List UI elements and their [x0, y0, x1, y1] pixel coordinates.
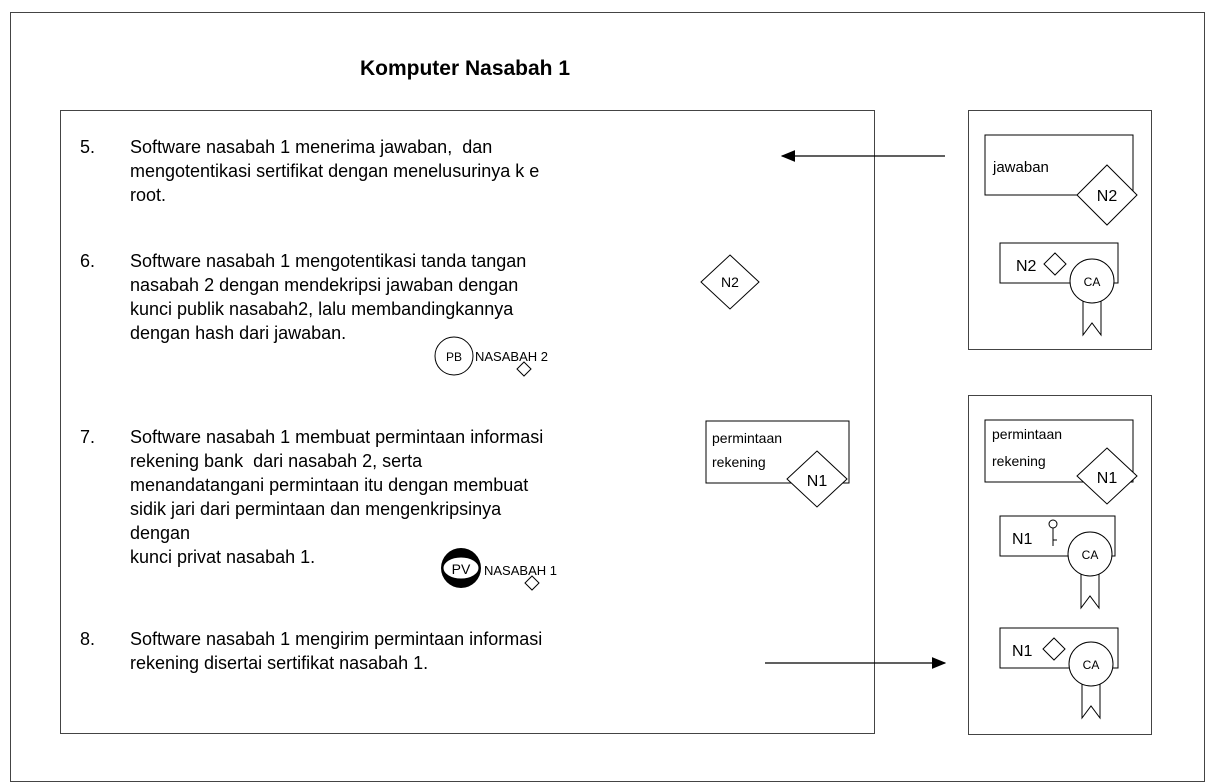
document-line: permintaan — [712, 430, 782, 446]
step-line: Software nasabah 1 membuat permintaan in… — [130, 427, 544, 447]
key-icon — [1048, 519, 1058, 529]
ca-label: CA — [1083, 658, 1100, 672]
certificate-owner-label: N1 — [1012, 643, 1033, 660]
ca-label: CA — [1084, 275, 1101, 289]
signature-n2-icon: N2 — [700, 254, 760, 310]
step-line: Software nasabah 1 mengotentikasi tanda … — [130, 251, 527, 271]
step-line: dengan — [130, 523, 191, 543]
step-line: Software nasabah 1 menerima jawaban, dan — [130, 137, 493, 157]
step-line: dengan hash dari jawaban. — [130, 323, 347, 343]
document-line: rekening — [992, 453, 1046, 469]
certificate-n1-key-icon: N1 CA — [999, 515, 1116, 610]
public-key-label: PB — [446, 350, 462, 364]
step-8: 8. Software nasabah 1 mengirim permintaa… — [80, 627, 680, 677]
step-line: Software nasabah 1 mengirim permintaan i… — [130, 629, 543, 649]
step-line: root. — [130, 185, 167, 205]
certificate-owner-label: N2 — [1016, 258, 1037, 275]
signature-label: N1 — [1097, 470, 1118, 487]
step-number: 5. — [80, 137, 96, 157]
certificate-n1-icon: N1 CA — [999, 627, 1119, 720]
key-owner-label: NASABAH 2 — [475, 349, 548, 364]
document-line: permintaan — [992, 426, 1062, 442]
step-line: kunci privat nasabah 1. — [130, 547, 316, 567]
signature-label: N2 — [721, 274, 739, 290]
private-key-label: PV — [452, 561, 471, 577]
request-document-icon: permintaan rekening N1 — [984, 419, 1138, 505]
certificate-owner-label: N1 — [1012, 531, 1033, 548]
step-number: 6. — [80, 251, 96, 271]
step-line: sidik jari dari permintaan dan mengenkri… — [130, 499, 502, 519]
reply-document-icon: jawaban N2 — [984, 134, 1138, 226]
diagram-title: Komputer Nasabah 1 — [359, 57, 571, 80]
public-key-icon: PB NASABAH 2 — [434, 336, 548, 377]
step-6: 6. Software nasabah 1 mengotentikasi tan… — [80, 249, 680, 349]
step-line: rekening disertai sertifikat nasabah 1. — [130, 653, 429, 673]
step-line: mengotentikasi sertifikat dengan menelus… — [130, 161, 540, 181]
outgoing-message-box — [968, 395, 1152, 735]
key-owner-label: NASABAH 1 — [484, 563, 557, 578]
step-5: 5. Software nasabah 1 menerima jawaban, … — [80, 135, 680, 210]
step-7: 7. Software nasabah 1 membuat permintaan… — [80, 425, 690, 575]
step-line: rekening bank dari nasabah 2, serta — [130, 451, 423, 471]
ca-label: CA — [1082, 548, 1099, 562]
request-document-icon: permintaan rekening N1 — [705, 420, 850, 508]
step-number: 8. — [80, 629, 96, 649]
step-line: kunci publik nasabah2, lalu membandingka… — [130, 299, 514, 319]
step-line: menandatangani permintaan itu dengan mem… — [130, 475, 529, 495]
certificate-n2-icon: N2 CA — [999, 242, 1119, 337]
incoming-message-box — [968, 110, 1152, 350]
document-line: jawaban — [992, 159, 1049, 176]
signature-label: N1 — [807, 473, 828, 490]
document-line: rekening — [712, 454, 766, 470]
step-line: nasabah 2 dengan mendekripsi jawaban den… — [130, 275, 519, 295]
computer-box — [60, 110, 875, 734]
signature-label: N2 — [1097, 188, 1118, 205]
step-number: 7. — [80, 427, 96, 447]
private-key-icon: PV NASABAH 1 — [441, 548, 557, 591]
